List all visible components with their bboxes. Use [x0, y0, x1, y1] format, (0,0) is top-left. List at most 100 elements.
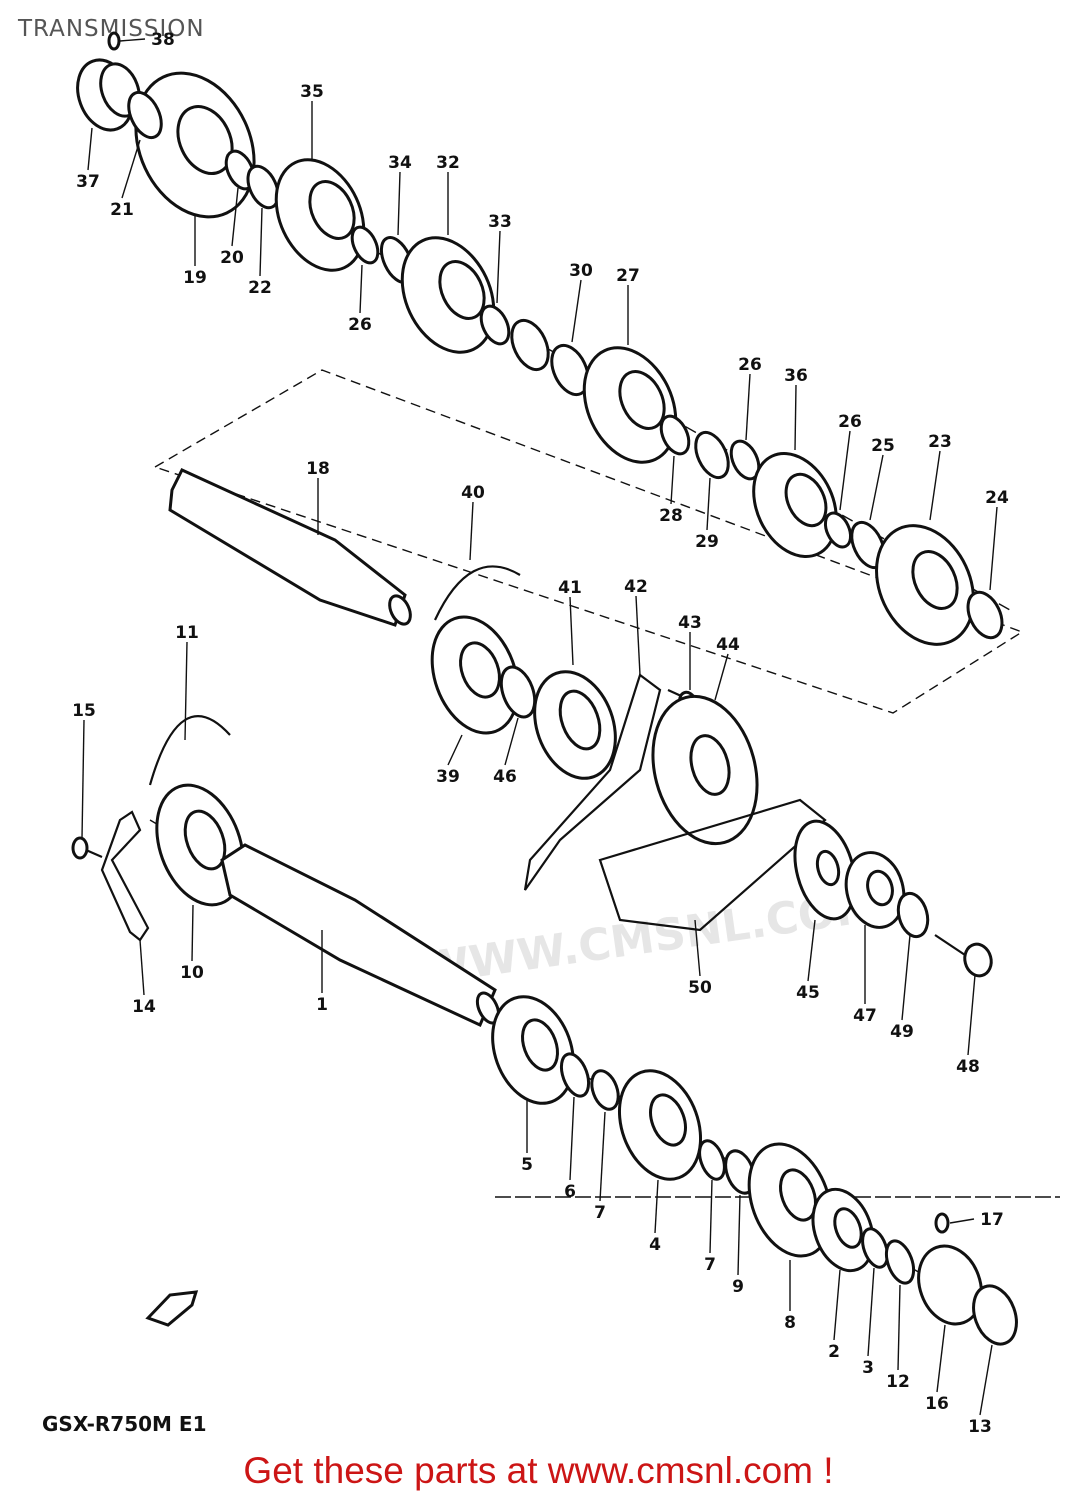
gear-23 [875, 524, 975, 646]
callout-leader-46 [504, 717, 519, 766]
gear-5 [491, 995, 575, 1105]
circlip-12 [884, 1239, 916, 1285]
callout-leader-29 [706, 477, 711, 531]
callout-41: 41 [558, 578, 582, 598]
callout-leader-28 [670, 455, 675, 505]
callout-15: 15 [72, 701, 96, 721]
callout-40: 40 [461, 483, 485, 503]
callout-leader-23 [929, 450, 941, 521]
gear-36 [752, 451, 838, 559]
callout-37: 37 [76, 172, 100, 192]
callout-leader-41 [569, 596, 574, 666]
callout-26: 26 [348, 315, 372, 335]
callout-leader-42 [635, 595, 641, 676]
callout-leader-7 [599, 1111, 606, 1202]
circlip-11 [148, 715, 231, 786]
gear-8 [747, 1142, 833, 1258]
callout-leader-21 [121, 139, 141, 199]
bushing-28 [659, 414, 691, 456]
footer-link[interactable]: Get these parts at www.cmsnl.com ! [243, 1450, 834, 1491]
circlip-26-a [350, 225, 380, 265]
bearing-10 [155, 783, 245, 907]
callout-leader-24 [989, 506, 998, 591]
callout-leader-20 [231, 187, 239, 247]
callout-leader-38 [119, 38, 146, 42]
model-code: GSX-R750M E1 [42, 1412, 207, 1436]
callout-19: 19 [183, 268, 207, 288]
callout-9: 9 [732, 1277, 744, 1297]
callout-12: 12 [886, 1372, 910, 1392]
bearing-16 [917, 1244, 983, 1326]
callout-35: 35 [300, 82, 324, 102]
callout-leader-13 [979, 1344, 993, 1416]
circlip-7-b [698, 1139, 726, 1181]
bearing-39 [430, 615, 520, 735]
callout-25: 25 [871, 436, 895, 456]
callout-leader-26 [745, 373, 751, 441]
callout-leader-39 [447, 734, 463, 766]
callout-leader-25 [869, 454, 884, 521]
callout-22: 22 [248, 278, 272, 298]
bushing-33 [479, 304, 511, 346]
callout-11: 11 [175, 623, 199, 643]
callout-leader-26 [359, 264, 363, 314]
callout-45: 45 [796, 983, 820, 1003]
callout-24: 24 [985, 488, 1009, 508]
callout-7: 7 [704, 1255, 716, 1275]
washer-22 [246, 164, 280, 210]
engine-sprocket-44 [651, 694, 759, 846]
callout-leader-30 [571, 279, 582, 343]
callout-leader-48 [967, 974, 976, 1056]
callout-2: 2 [828, 1342, 840, 1362]
callout-26: 26 [838, 412, 862, 432]
callout-leader-50 [694, 919, 701, 977]
callout-leader-16 [936, 1324, 946, 1393]
callout-50: 50 [688, 978, 712, 998]
spacer-46 [499, 665, 537, 719]
callout-leader-17 [949, 1218, 975, 1224]
washer-30 [550, 343, 590, 397]
oil-seal-13 [972, 1284, 1018, 1346]
callout-leader-49 [901, 934, 911, 1021]
callout-21: 21 [110, 200, 134, 220]
callout-leader-3 [867, 1267, 875, 1357]
callout-14: 14 [132, 997, 156, 1017]
callout-20: 20 [220, 248, 244, 268]
callout-leader-36 [794, 384, 797, 451]
callout-leader-33 [496, 230, 501, 304]
circlip-26-c [823, 511, 853, 549]
callout-leader-14 [139, 939, 145, 996]
callout-leader-22 [259, 207, 263, 277]
gear-35 [274, 158, 366, 272]
callout-leader-37 [87, 127, 93, 171]
callout-46: 46 [493, 767, 517, 787]
gear-19 [134, 71, 256, 219]
callout-26: 26 [738, 355, 762, 375]
callout-49: 49 [890, 1022, 914, 1042]
sprocket-nut-47 [844, 851, 906, 929]
callout-34: 34 [388, 153, 412, 173]
callout-42: 42 [624, 577, 648, 597]
washer-29 [694, 430, 730, 480]
bolt-48 [934, 934, 993, 978]
drive-chain-50 [598, 798, 827, 932]
oil-seal-41 [533, 670, 617, 780]
callout-leader-45 [807, 919, 816, 982]
callout-47: 47 [853, 1006, 877, 1026]
callout-leader-12 [897, 1284, 901, 1371]
callout-16: 16 [925, 1394, 949, 1414]
callout-leader-15 [81, 719, 85, 839]
circlip-7-a [590, 1069, 620, 1111]
callout-48: 48 [956, 1057, 980, 1077]
retainer-14 [100, 810, 150, 942]
pin-38 [107, 31, 121, 51]
gear-32 [400, 236, 496, 354]
callout-27: 27 [616, 266, 640, 286]
callout-23: 23 [928, 432, 952, 452]
callout-10: 10 [180, 963, 204, 983]
callout-leader-4 [654, 1179, 659, 1234]
callout-29: 29 [695, 532, 719, 552]
callout-36: 36 [784, 366, 808, 386]
